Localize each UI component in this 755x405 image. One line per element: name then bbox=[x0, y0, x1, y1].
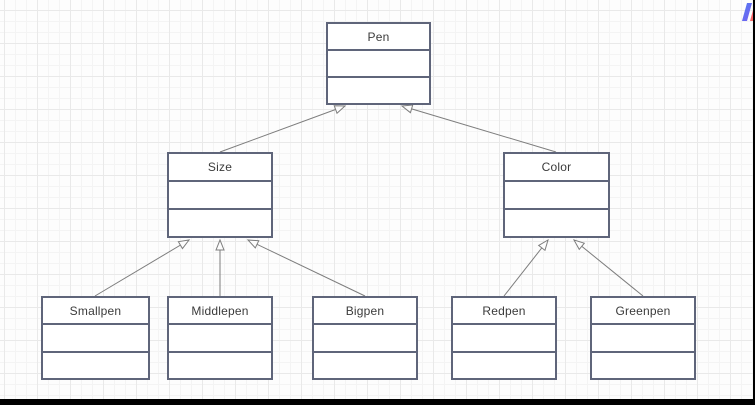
class-box-redpen[interactable]: Redpen bbox=[451, 296, 557, 380]
class-box-size[interactable]: Size bbox=[167, 152, 273, 238]
class-attributes-compartment bbox=[505, 180, 608, 208]
class-box-middlepen[interactable]: Middlepen bbox=[167, 296, 273, 380]
generalization-edge-smallpen-to-size[interactable] bbox=[94, 239, 191, 297]
class-name-label: Middlepen bbox=[191, 303, 249, 318]
class-box-smallpen[interactable]: Smallpen bbox=[41, 296, 150, 380]
class-name-label: Bigpen bbox=[345, 303, 385, 318]
generalization-edge-bigpen-to-size[interactable] bbox=[246, 239, 366, 297]
class-attributes-compartment bbox=[169, 180, 271, 208]
class-methods-compartment bbox=[314, 350, 416, 378]
logo-left-stroke bbox=[742, 3, 752, 21]
class-name-label: Redpen bbox=[482, 303, 526, 318]
generalization-edge-greenpen-to-color[interactable] bbox=[572, 239, 644, 297]
class-attributes-compartment bbox=[43, 323, 148, 350]
generalization-edge-redpen-to-color[interactable] bbox=[503, 238, 549, 297]
class-box-greenpen[interactable]: Greenpen bbox=[590, 296, 696, 380]
class-box-pen[interactable]: Pen bbox=[326, 22, 431, 105]
generalization-edge-color-to-pen[interactable] bbox=[400, 104, 557, 153]
class-box-color[interactable]: Color bbox=[503, 152, 610, 238]
class-methods-compartment bbox=[169, 350, 271, 378]
class-name-label: Pen bbox=[367, 29, 390, 44]
class-attributes-compartment bbox=[314, 323, 416, 350]
class-methods-compartment bbox=[453, 350, 555, 378]
class-attributes-compartment bbox=[328, 49, 429, 76]
class-methods-compartment bbox=[328, 76, 429, 103]
class-box-bigpen[interactable]: Bigpen bbox=[312, 296, 418, 380]
class-name-label: Greenpen bbox=[615, 303, 671, 318]
screenshot-bottom-edge bbox=[0, 399, 755, 405]
class-methods-compartment bbox=[505, 208, 608, 236]
class-methods-compartment bbox=[169, 208, 271, 236]
class-attributes-compartment bbox=[592, 323, 694, 350]
class-name-label: Smallpen bbox=[69, 303, 122, 318]
generalization-edge-size-to-pen[interactable] bbox=[219, 105, 347, 153]
class-name-label: Size bbox=[207, 160, 233, 174]
class-name-label: Color bbox=[541, 160, 572, 174]
class-attributes-compartment bbox=[453, 323, 555, 350]
class-attributes-compartment bbox=[169, 323, 271, 350]
class-methods-compartment bbox=[43, 350, 148, 378]
class-methods-compartment bbox=[592, 350, 694, 378]
screenshot-right-edge bbox=[753, 0, 755, 405]
